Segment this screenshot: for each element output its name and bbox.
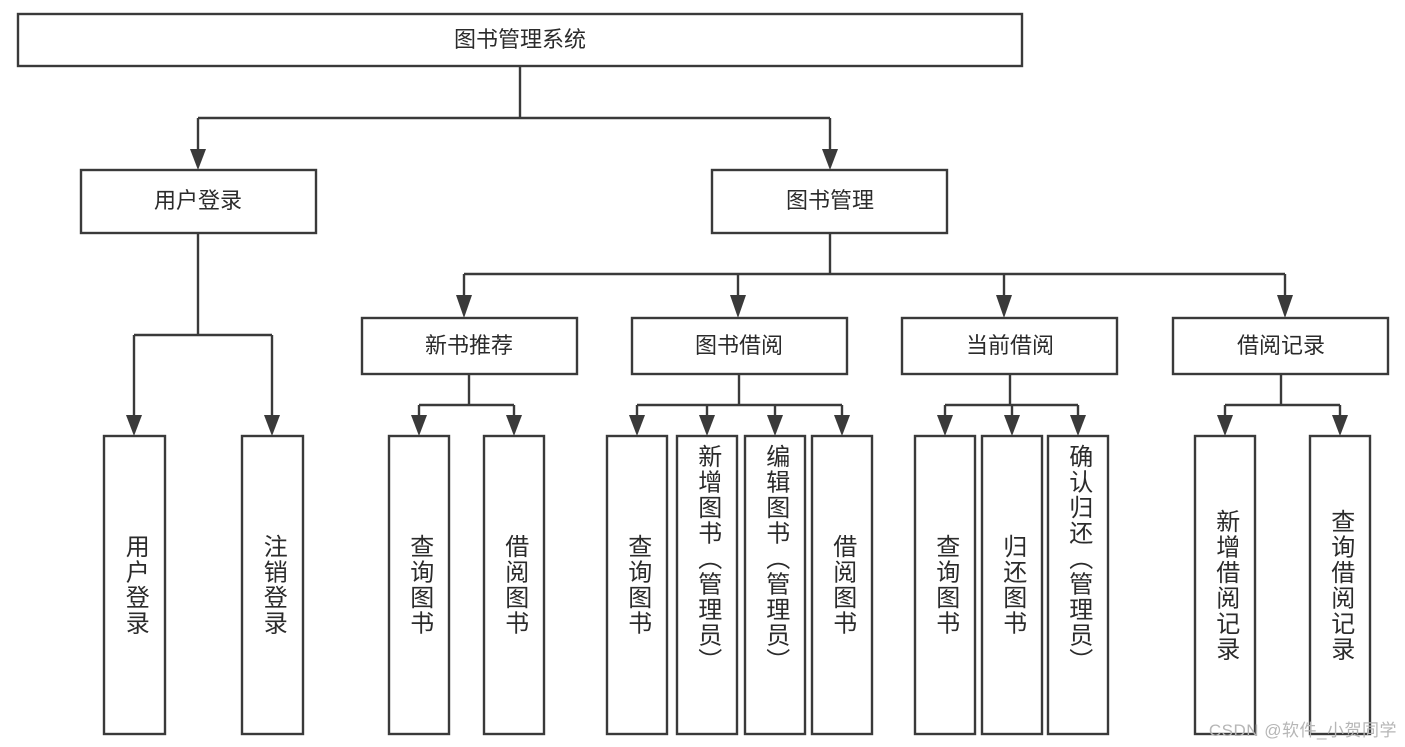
- node-box-leaf-query-record[interactable]: [1308, 434, 1372, 736]
- arrow-head-icon: [1217, 415, 1233, 436]
- node-box-root[interactable]: [16, 12, 1024, 68]
- node-box-leaf-edit-book[interactable]: [743, 434, 807, 736]
- arrow-head-icon: [822, 149, 838, 170]
- connector-group-root: [190, 66, 838, 170]
- node-book-manage[interactable]: 图书管理: [710, 168, 949, 235]
- node-label-current-borrow: 当前借阅: [966, 333, 1054, 358]
- node-box-leaf-logout-login[interactable]: [240, 434, 305, 736]
- connector-group-current-borrow: [937, 374, 1086, 436]
- connector-group-book-borrow: [629, 374, 850, 436]
- connector-group-borrow-record: [1217, 374, 1348, 436]
- arrow-head-icon: [506, 415, 522, 436]
- arrow-head-icon: [767, 415, 783, 436]
- node-box-leaf-add-record[interactable]: [1193, 434, 1257, 736]
- node-box-leaf-user-login[interactable]: [102, 434, 167, 736]
- arrow-head-icon: [996, 295, 1012, 318]
- node-box-leaf-query-book-borrow[interactable]: [605, 434, 669, 736]
- arrow-head-icon: [699, 415, 715, 436]
- node-label-book-manage: 图书管理: [786, 188, 874, 213]
- node-box-leaf-confirm-return[interactable]: [1046, 434, 1110, 736]
- node-label-book-borrow: 图书借阅: [695, 333, 783, 358]
- node-box-leaf-return-book[interactable]: [980, 434, 1044, 736]
- watermark-text: CSDN @软件_小贺同学: [1208, 721, 1397, 740]
- arrow-head-icon: [126, 415, 142, 436]
- node-box-book-borrow[interactable]: [630, 316, 849, 376]
- node-user-login[interactable]: 用户登录: [79, 168, 318, 235]
- connector-group-user-login: [126, 233, 280, 436]
- arrow-head-icon: [1332, 415, 1348, 436]
- node-label-new-book-recommend: 新书推荐: [425, 333, 513, 358]
- node-box-leaf-query-book-cur[interactable]: [913, 434, 977, 736]
- node-label-borrow-record: 借阅记录: [1237, 333, 1325, 358]
- node-box-leaf-borrow-book[interactable]: [810, 434, 874, 736]
- arrow-head-icon: [1004, 415, 1020, 436]
- arrow-head-icon: [629, 415, 645, 436]
- node-book-borrow[interactable]: 图书借阅: [630, 316, 849, 376]
- connector-group-book-manage: [456, 233, 1293, 318]
- node-box-new-book-recommend[interactable]: [360, 316, 579, 376]
- arrow-head-icon: [411, 415, 427, 436]
- arrow-head-icon: [264, 415, 280, 436]
- node-box-leaf-add-book[interactable]: [675, 434, 739, 736]
- arrow-head-icon: [1070, 415, 1086, 436]
- node-label-user-login: 用户登录: [154, 188, 242, 213]
- arrow-head-icon: [1277, 295, 1293, 318]
- node-label-root: 图书管理系统: [454, 27, 586, 52]
- node-box-leaf-borrow-book-rec[interactable]: [482, 434, 546, 736]
- connector-group-new-book-recommend: [411, 374, 522, 436]
- arrow-head-icon: [190, 149, 206, 170]
- node-box-current-borrow[interactable]: [900, 316, 1119, 376]
- arrow-head-icon: [834, 415, 850, 436]
- arrow-head-icon: [937, 415, 953, 436]
- arrow-head-icon: [456, 295, 472, 318]
- node-borrow-record[interactable]: 借阅记录: [1171, 316, 1390, 376]
- node-root[interactable]: 图书管理系统: [16, 12, 1024, 68]
- node-current-borrow[interactable]: 当前借阅: [900, 316, 1119, 376]
- node-new-book-recommend[interactable]: 新书推荐: [360, 316, 579, 376]
- arrow-head-icon: [730, 295, 746, 318]
- node-box-user-login[interactable]: [79, 168, 318, 235]
- node-box-borrow-record[interactable]: [1171, 316, 1390, 376]
- node-box-leaf-query-book-rec[interactable]: [387, 434, 451, 736]
- node-box-book-manage[interactable]: [710, 168, 949, 235]
